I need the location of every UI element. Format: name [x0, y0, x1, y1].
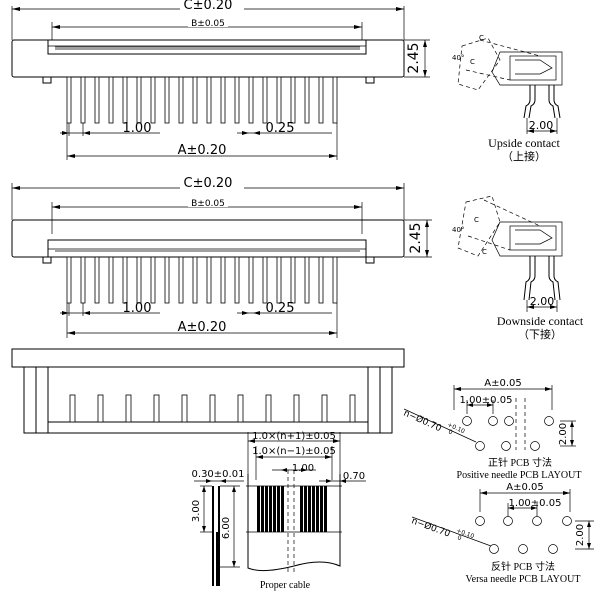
top-c-dim: C±0.20: [184, 0, 233, 13]
svg-text:C: C: [470, 58, 475, 66]
proper-cable-drawing: 1.0×(n+1)±0.05 1.0×(n−1)±0.05 1.00 0.70: [191, 431, 366, 591]
bottom-contact-row: [69, 394, 356, 423]
cable-edge-dim: 0.70: [343, 471, 365, 482]
positive-pcb-layout: A±0.05 1.00±0.05 2.00 n−Ø0.70 +0.10 0 正针…: [402, 378, 582, 481]
pos-hole-tol-low: 0: [447, 428, 454, 436]
middle-front-view: C±0.20 B±0.05: [11, 176, 432, 338]
cable-caption: Proper cable: [260, 580, 311, 591]
versa-pitch-dim: 1.00±0.05: [509, 498, 562, 509]
top-front-view: C±0.20 B±0.05: [11, 0, 430, 160]
svg-text:C: C: [474, 216, 479, 224]
upside-pcb-dim: 2.00: [529, 119, 554, 132]
mid-b-dim: B±0.05: [191, 199, 225, 209]
top-a-dim: A±0.20: [178, 143, 227, 158]
mid-pitch-dim: 1.00: [123, 301, 152, 316]
mid-pin-width-dim: 0.25: [266, 301, 295, 316]
mid-height-dim: 2.45: [408, 222, 424, 253]
mid-pin-row: [66, 256, 338, 304]
upside-caption: Upside contact: [488, 136, 560, 150]
pos-caption-cn: 正针 PCB 寸法: [488, 456, 552, 469]
cable-conductors: [257, 486, 327, 532]
versa-pcb-layout: A±0.05 1.00±0.05 2.00 n−Ø0.70 +0.10 0 反针…: [410, 482, 594, 585]
versa-caption: Versa needle PCB LAYOUT: [466, 574, 581, 585]
cable-thickness-dim: 0.30±0.01: [192, 469, 245, 480]
versa-hole-grid: [475, 516, 572, 554]
svg-text:C: C: [482, 248, 487, 256]
versa-a-dim: A±0.05: [506, 482, 544, 493]
downside-caption-cn: （下接）: [518, 328, 562, 341]
top-height-dim: 2.45: [406, 42, 422, 73]
mid-c-dim: C±0.20: [184, 176, 233, 191]
downside-contact-side-view: C C 40° 2.00 Downside contact （下接）: [452, 195, 584, 341]
versa-hole-tol-low: 0: [456, 534, 462, 542]
cable-w2-dim: 1.0×(n−1)±0.05: [252, 446, 336, 457]
pos-hole-dim: n−Ø0.70: [402, 408, 444, 435]
cable-pitch-dim: 1.00: [292, 463, 314, 474]
pos-a-dim: A±0.05: [484, 378, 522, 389]
versa-row-dim: 2.00: [575, 524, 586, 546]
top-pin-width-dim: 0.25: [266, 121, 295, 136]
versa-caption-cn: 反针 PCB 寸法: [491, 560, 555, 573]
svg-text:40°: 40°: [452, 54, 464, 62]
svg-text:40°: 40°: [452, 226, 464, 234]
upside-contact-side-view: C C 40° 2.00 Upside contact （上接）: [452, 34, 563, 163]
top-pitch-dim: 1.00: [123, 121, 152, 136]
downside-caption: Downside contact: [497, 314, 584, 328]
cable-len1-dim: 3.00: [191, 500, 202, 522]
cable-len2-dim: 6.00: [221, 517, 232, 539]
mid-a-dim: A±0.20: [178, 320, 227, 335]
versa-hole-dim: n−Ø0.70: [410, 515, 452, 539]
bottom-view: [11, 348, 405, 434]
pos-hole-grid: [462, 416, 554, 451]
top-b-dim: B±0.05: [191, 19, 225, 29]
pos-row-dim: 2.00: [558, 423, 569, 445]
pos-caption: Positive needle PCB LAYOUT: [457, 470, 582, 481]
top-pin-row: [55, 46, 360, 124]
downside-pcb-dim: 2.00: [530, 295, 555, 308]
pos-pitch-dim: 1.00±0.05: [460, 395, 513, 406]
svg-text:C: C: [479, 34, 484, 42]
upside-caption-cn: （上接）: [502, 150, 546, 163]
cable-w1-dim: 1.0×(n+1)±0.05: [252, 431, 336, 442]
